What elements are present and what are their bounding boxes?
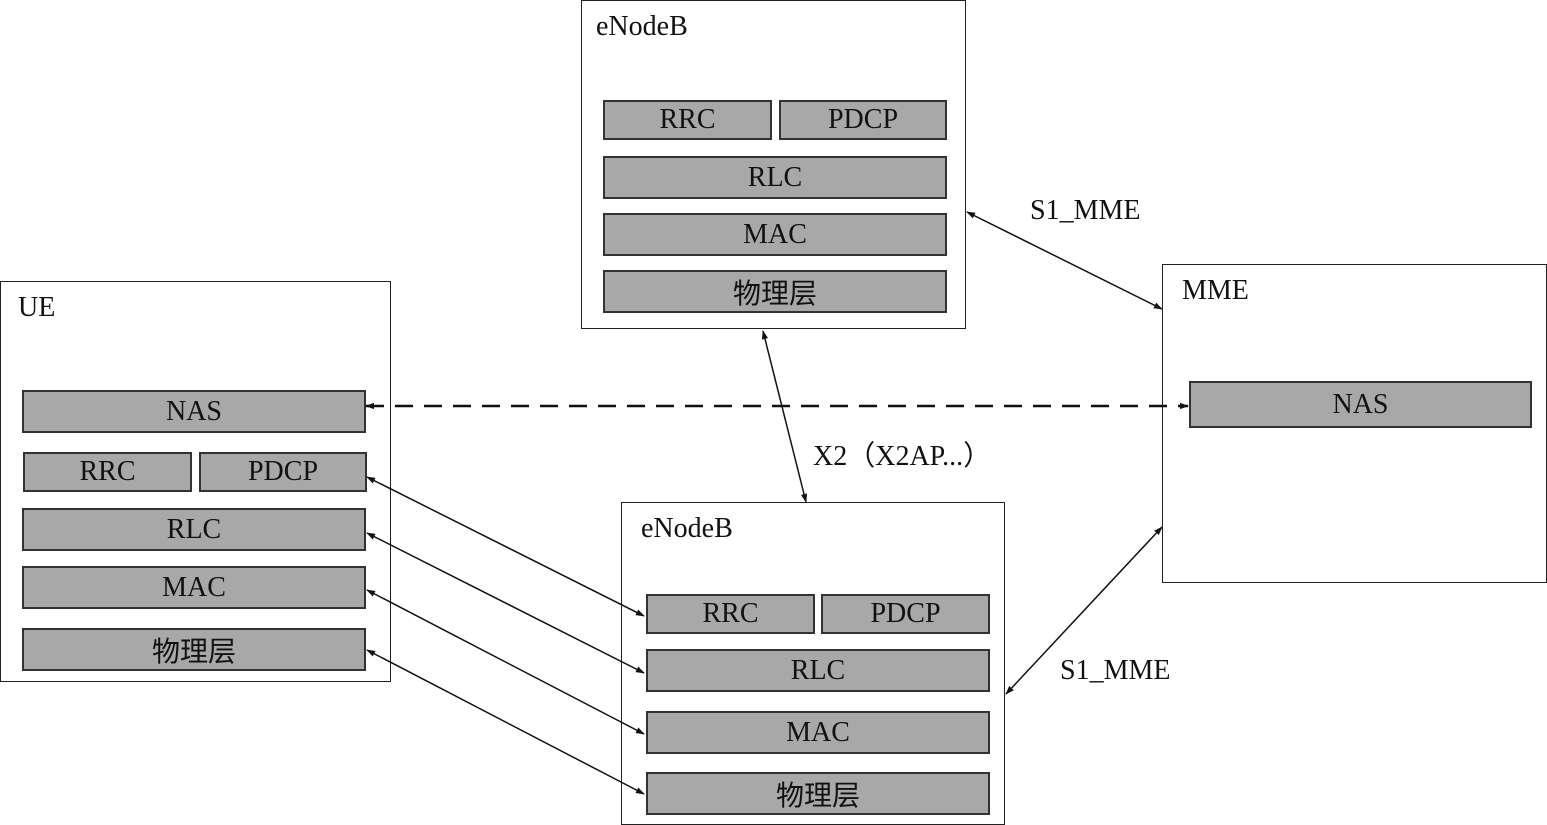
ue-nas-layer: NAS [22,390,366,433]
enodeb-bottom-node: eNodeB RRC PDCP RLC MAC 物理层 [621,502,1005,825]
mme-nas-layer: NAS [1189,381,1532,428]
enodeb-top-node: eNodeB RRC PDCP RLC MAC 物理层 [581,0,966,329]
ue-rlc-layer: RLC [22,508,366,551]
ue-node: UE NAS RRC PDCP RLC MAC 物理层 [0,281,391,682]
enodeb-top-rlc-layer: RLC [603,156,947,199]
s1-mme-bottom-label: S1_MME [1060,655,1171,686]
phy-peer-arrow [366,649,645,795]
enodeb-bottom-phy-layer: 物理层 [646,772,990,815]
enodeb-top-title: eNodeB [596,11,688,42]
ue-rrc-layer: RRC [23,452,192,492]
pdcp-rrc-peer-arrow [366,476,645,617]
enodeb-bottom-mac-layer: MAC [646,711,990,754]
x2-interface-label: X2（X2AP...） [813,441,992,472]
s1-mme-top-label: S1_MME [1030,195,1141,226]
enodeb-top-phy-layer: 物理层 [603,270,947,313]
mme-node: MME NAS [1162,264,1547,583]
mac-peer-arrow [366,589,645,735]
enodeb-bottom-title: eNodeB [641,513,733,544]
enodeb-bottom-rrc-layer: RRC [646,594,815,634]
enodeb-bottom-rlc-layer: RLC [646,649,990,692]
x2-arrow [761,330,808,503]
ue-mac-layer: MAC [22,566,366,609]
enodeb-top-rrc-layer: RRC [603,100,772,140]
ue-pdcp-layer: PDCP [199,452,367,492]
mme-title: MME [1182,275,1249,306]
ue-phy-layer: 物理层 [22,628,366,671]
enodeb-top-pdcp-layer: PDCP [779,100,947,140]
enodeb-top-mac-layer: MAC [603,213,947,256]
rlc-peer-arrow [366,532,645,674]
enodeb-bottom-pdcp-layer: PDCP [821,594,990,634]
ue-title: UE [18,292,56,323]
